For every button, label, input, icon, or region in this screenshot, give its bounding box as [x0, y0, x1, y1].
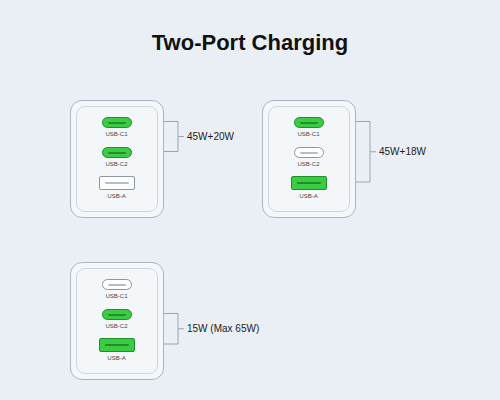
charging-port: USB-A [97, 338, 137, 362]
charging-port: USB-C1 [97, 279, 137, 300]
charger-body: USB-C1USB-C2USB-A [262, 100, 356, 218]
charging-port: USB-C1 [97, 117, 137, 138]
port-label: USB-C2 [105, 160, 127, 168]
port-slot [108, 314, 126, 316]
charging-port: USB-C2 [289, 147, 329, 168]
charging-port: USB-C2 [97, 147, 137, 168]
port-slot [105, 344, 129, 346]
usb-c-port [102, 309, 132, 320]
usb-c-port [102, 117, 132, 128]
usb-a-port [99, 176, 135, 190]
charging-port: USB-A [289, 176, 329, 200]
port-slot [105, 182, 129, 184]
usb-c-port [294, 147, 324, 158]
usb-c-port [102, 147, 132, 158]
port-slot [108, 152, 126, 154]
port-label: USB-C1 [105, 130, 127, 138]
charger-body: USB-C1USB-C2USB-A [70, 100, 164, 218]
power-label: 45W+20W [187, 131, 234, 143]
charging-port: USB-C2 [97, 309, 137, 330]
port-label: USB-C1 [105, 292, 127, 300]
power-label: 45W+18W [379, 146, 426, 158]
port-slot [300, 122, 318, 124]
usb-a-port [99, 338, 135, 352]
port-label: USB-C1 [297, 130, 319, 138]
usb-a-port [291, 176, 327, 190]
port-slot [108, 122, 126, 124]
charging-port: USB-C1 [289, 117, 329, 138]
port-label: USB-A [107, 354, 125, 362]
power-label: 15W (Max 65W) [187, 323, 259, 335]
usb-c-port [294, 117, 324, 128]
title: Two-Port Charging [0, 30, 500, 56]
charging-port: USB-A [97, 176, 137, 200]
charger-body: USB-C1USB-C2USB-A [70, 262, 164, 380]
port-slot [108, 284, 126, 286]
port-label: USB-A [107, 192, 125, 200]
port-label: USB-C2 [105, 322, 127, 330]
port-label: USB-A [299, 192, 317, 200]
port-label: USB-C2 [297, 160, 319, 168]
port-slot [300, 152, 318, 154]
port-slot [297, 182, 321, 184]
usb-c-port [102, 279, 132, 290]
